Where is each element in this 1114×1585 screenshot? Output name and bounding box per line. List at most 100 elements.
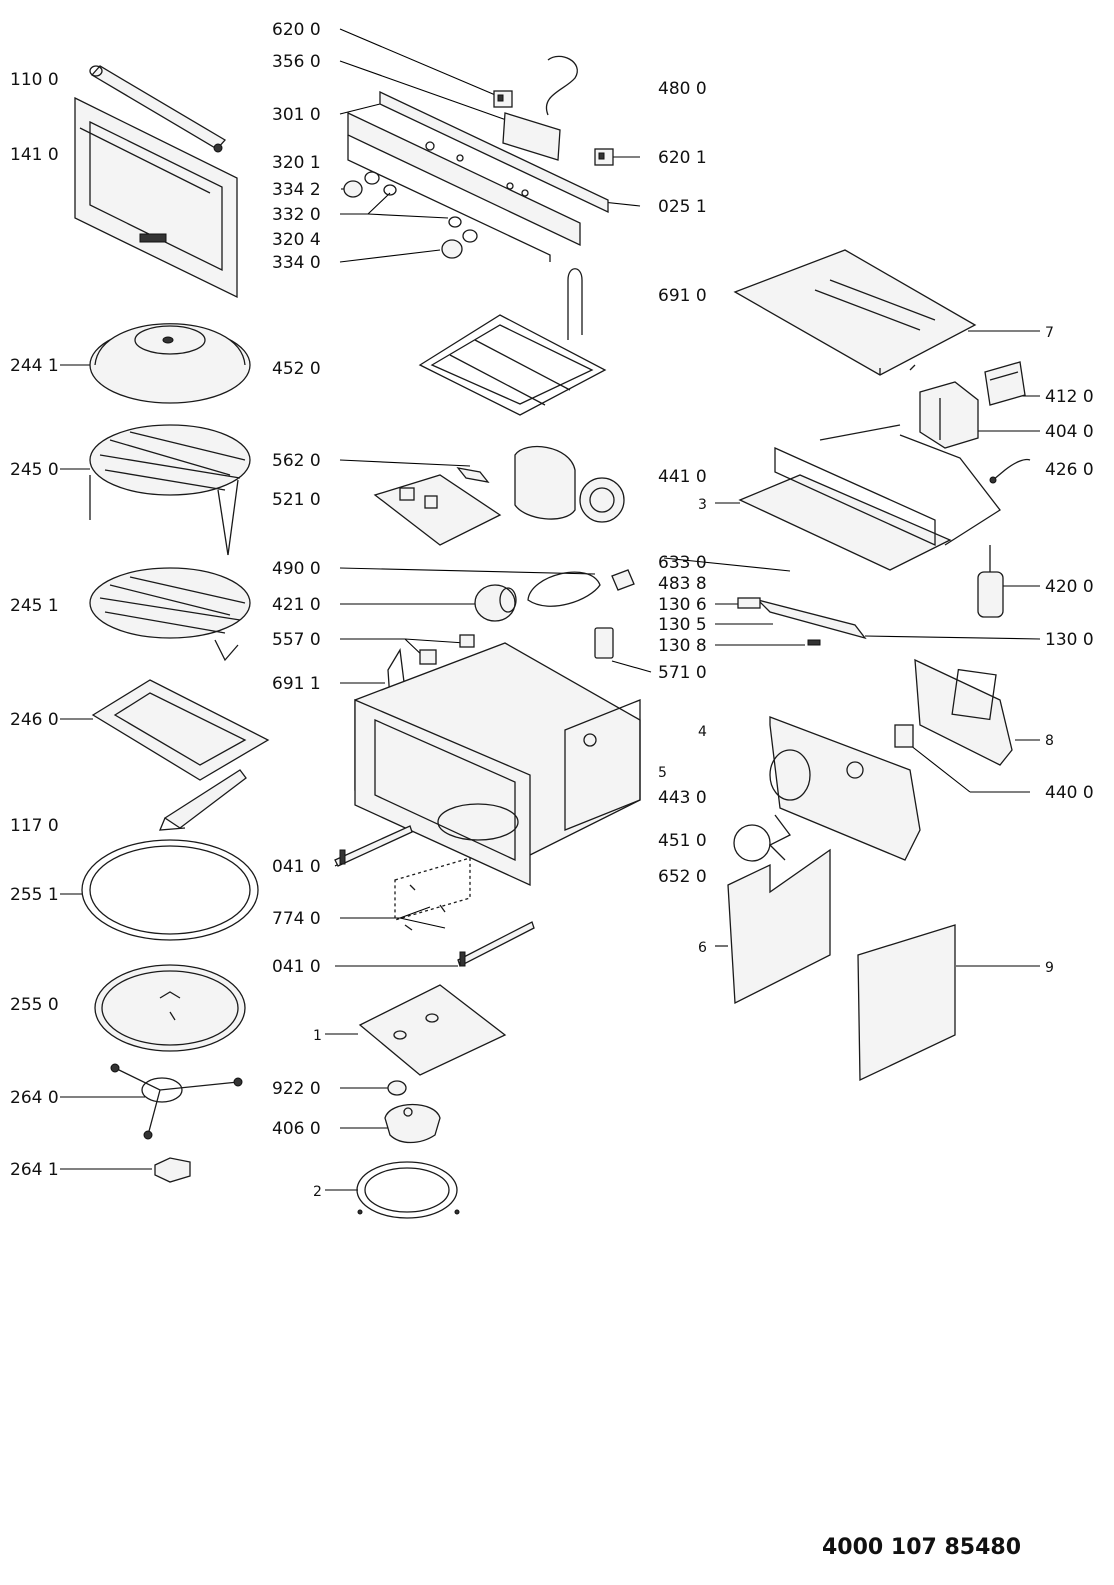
control-knobs [343,171,478,259]
label-557-0: 557 0 [272,630,321,650]
label-141-0: 141 0 [10,145,59,165]
wiring-harness [527,571,601,607]
label-041-0-lower: 041 0 [272,957,321,977]
label-2: 2 [313,1184,322,1200]
label-255-0: 255 0 [10,995,59,1015]
motor-capacitor [474,584,517,622]
label-562-0: 562 0 [272,451,321,471]
label-420-0: 420 0 [1045,577,1094,597]
label-1: 1 [313,1028,322,1044]
control-panel [347,90,609,262]
label-4: 4 [698,724,707,740]
label-264-0: 264 0 [10,1088,59,1108]
document-number: 4000 107 85480 [822,1535,1022,1560]
label-451-0: 451 0 [658,831,707,851]
capacitor-block [984,361,1026,406]
low-grill-rack [89,567,251,662]
hv-capacitor [977,545,1004,618]
label-320-1: 320 1 [272,153,321,173]
plug-connector [611,569,635,591]
label-620-1: 620 1 [658,148,707,168]
dome-cover [89,323,251,404]
label-6: 6 [698,940,707,956]
label-7: 7 [1045,325,1054,341]
thermostat-part [493,90,513,108]
label-301-0: 301 0 [272,105,321,125]
turntable-motor [384,1103,441,1144]
label-332-0: 332 0 [272,205,321,225]
label-404-0: 404 0 [1045,422,1094,442]
turntable-coupler [154,1157,191,1183]
label-571-0: 571 0 [658,663,707,683]
roller-ring [81,839,259,941]
display-board [502,55,578,161]
label-443-0: 443 0 [658,788,707,808]
label-246-0: 246 0 [10,710,59,730]
screw-set [394,857,471,931]
sensor-wire [989,458,1031,484]
label-264-1: 264 1 [10,1160,59,1180]
high-grill-rack [89,424,251,556]
label-421-0: 421 0 [272,595,321,615]
base-plate [358,984,507,1076]
fuse [456,467,490,483]
spacer-bush [387,1080,407,1096]
label-245-0: 245 0 [10,460,59,480]
fan-housing [769,716,921,861]
label-130-6: 130 6 [658,595,707,615]
label-025-1: 025 1 [658,197,707,217]
tray-handle [158,769,247,831]
oven-door [74,96,238,299]
back-liner [914,658,1013,766]
label-412-0: 412 0 [1045,387,1094,407]
relay [594,627,614,659]
side-panel-right [727,848,831,1005]
label-483-8: 483 8 [658,574,707,594]
thermostat-cutout [594,148,614,166]
label-130-5: 130 5 [658,615,707,635]
top-cover-plate [733,249,977,376]
magnetron-fuse [894,724,914,748]
rail-lower [457,921,535,967]
label-255-1: 255 1 [10,885,59,905]
label-521-0: 521 0 [272,490,321,510]
label-245-1: 245 1 [10,596,59,616]
label-244-1: 244 1 [10,356,59,376]
label-110-0: 110 0 [10,70,59,90]
label-334-0: 334 0 [272,253,321,273]
label-130-0: 130 0 [1045,630,1094,650]
label-691-0: 691 0 [658,286,707,306]
label-774-0: 774 0 [272,909,321,929]
label-691-1: 691 1 [272,674,321,694]
label-9: 9 [1045,960,1054,976]
heating-element [418,268,607,416]
motor-ring [356,1161,460,1219]
label-620-0: 620 0 [272,20,321,40]
label-320-4: 320 4 [272,230,321,250]
glass-turntable [94,964,246,1052]
rail-upper [334,825,413,867]
label-5: 5 [658,765,667,781]
label-633-0: 633 0 [658,553,707,573]
label-130-8: 130 8 [658,636,707,656]
label-426-0: 426 0 [1045,460,1094,480]
label-480-0: 480 0 [658,79,707,99]
callout-labels: 620 0 356 0 480 0 110 0 301 0 141 0 620 … [10,20,1094,1200]
convection-fan [733,814,791,862]
lamp-holder [419,634,475,665]
roller-support [110,1063,243,1140]
door-handle-bar [89,65,227,153]
oven-cavity [354,642,641,887]
label-406-0: 406 0 [272,1119,321,1139]
label-3: 3 [698,497,707,513]
chassis-base [738,424,1001,571]
label-922-0: 922 0 [272,1079,321,1099]
label-356-0: 356 0 [272,52,321,72]
control-board [373,474,502,546]
label-490-0: 490 0 [272,559,321,579]
label-452-0: 452 0 [272,359,321,379]
transformer [919,381,979,449]
switch-assembly [737,597,867,646]
cooling-fan-motor [514,445,625,523]
